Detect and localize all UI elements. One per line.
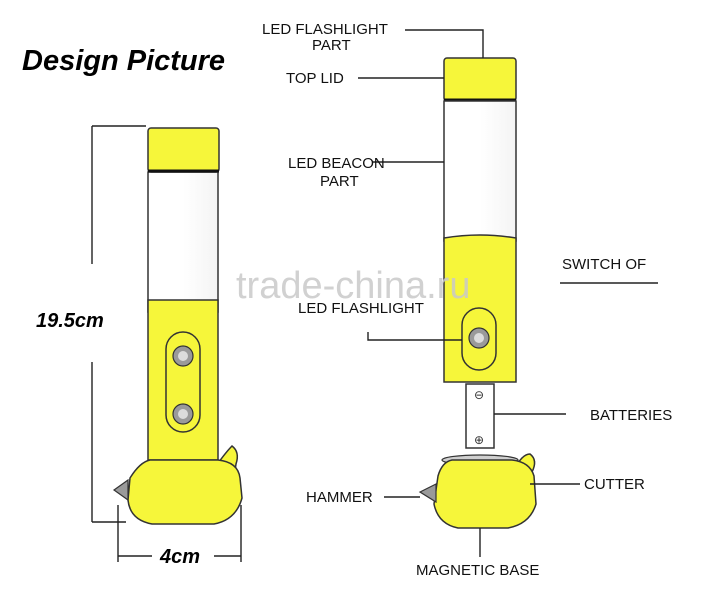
diagram-title: Design Picture	[22, 45, 225, 77]
right-beacon-section	[443, 100, 517, 242]
label-led-flashlight-part-line2: PART	[312, 37, 351, 54]
height-dimension	[91, 125, 146, 523]
left-lower-body	[147, 299, 219, 461]
left-top-lid	[147, 127, 220, 173]
label-magnetic-base: MAGNETIC BASE	[416, 562, 539, 579]
label-hammer: HAMMER	[306, 489, 373, 506]
right-switch-panel	[461, 307, 497, 371]
right-magnetic-base	[433, 459, 537, 529]
battery-positive-terminal: ⊕	[474, 433, 484, 447]
battery-negative-terminal: ⊖	[474, 388, 484, 402]
left-switch-panel	[165, 331, 201, 433]
label-led-flashlight-part-line1: LED FLASHLIGHT	[262, 21, 388, 38]
right-top-lid	[443, 57, 517, 102]
leader-lines	[358, 29, 580, 557]
assembled-flashlight	[112, 127, 243, 525]
label-cutter: CUTTER	[584, 476, 645, 493]
right-hammer-tip	[418, 483, 437, 504]
label-switch-off: SWITCH OF	[562, 256, 646, 273]
label-top-lid: TOP LID	[286, 70, 344, 87]
left-beacon-section	[147, 171, 219, 313]
label-batteries: BATTERIES	[590, 407, 672, 424]
left-magnetic-base	[127, 459, 243, 525]
width-dimension-label: 4cm	[159, 546, 200, 568]
left-hammer-tip	[112, 478, 129, 502]
label-led-beacon-part-line2: PART	[320, 173, 359, 190]
watermark: trade-china.ru	[236, 265, 470, 307]
width-dimension	[117, 505, 242, 562]
label-led-flashlight: LED FLASHLIGHT	[298, 300, 424, 317]
label-led-beacon-part-line1: LED BEACON	[288, 155, 385, 172]
exploded-flashlight: ⊖ ⊕	[418, 57, 537, 529]
battery	[465, 383, 495, 449]
height-dimension-label: 19.5cm	[36, 310, 104, 332]
